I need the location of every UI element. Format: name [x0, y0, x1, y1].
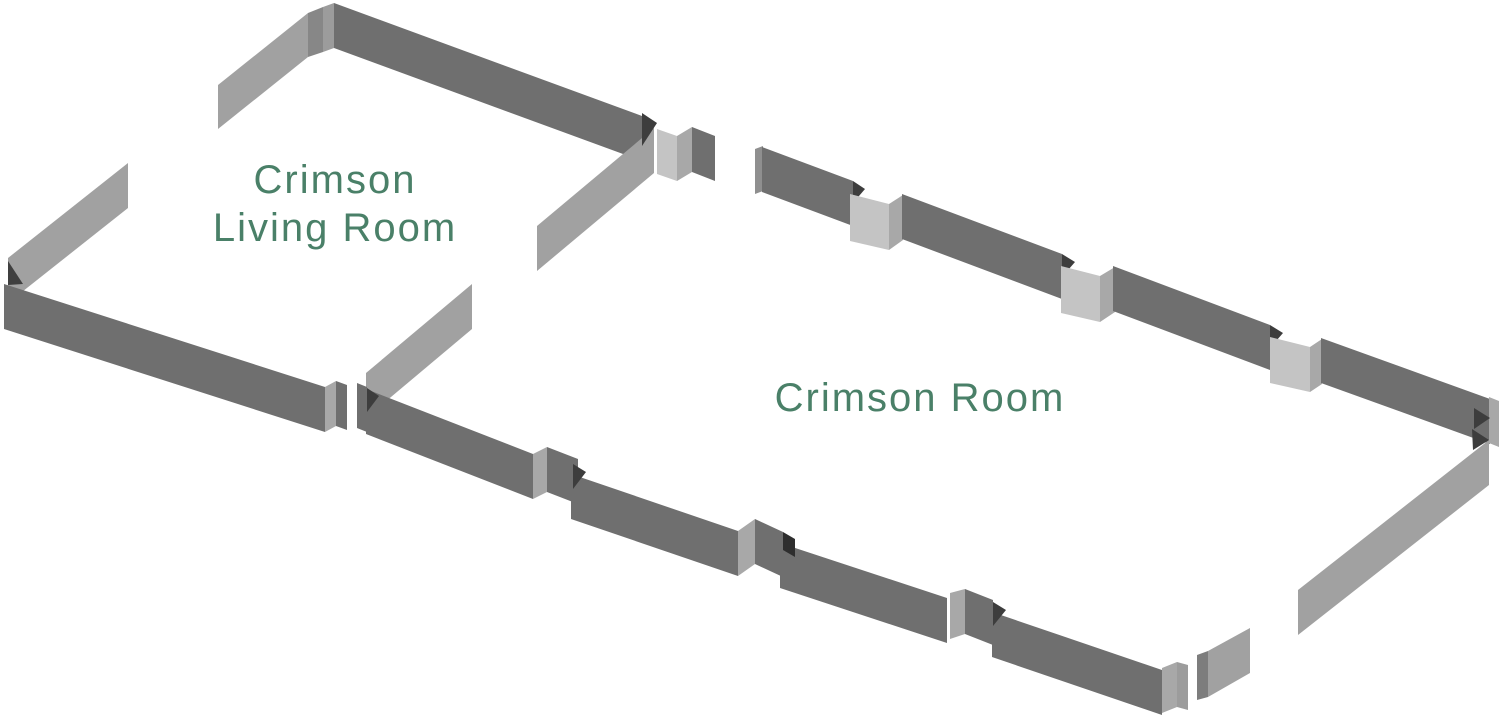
living-nw-wall-upper — [218, 13, 308, 129]
crimson-ne-wall-3 — [1113, 266, 1270, 370]
interior-wall-lower — [366, 284, 472, 418]
living-door-stub — [336, 381, 347, 430]
sw-notch1-stub — [547, 447, 578, 504]
crimson-se-wall-upper — [1298, 440, 1489, 635]
crimson-ne-wall-2 — [902, 194, 1062, 299]
sw-notch2-jamb — [738, 519, 755, 576]
crimson-sw-wall-d — [992, 612, 1162, 715]
east-corner-triangle-2 — [1472, 429, 1489, 450]
sw-notch3-jamb — [950, 589, 965, 639]
room-label-crimson-room: Crimson Room — [775, 374, 1066, 422]
ne-notch2-light — [1061, 266, 1100, 322]
crimson-ne-wall-1 — [762, 147, 853, 226]
ne-notch1-light — [850, 194, 889, 250]
room-label-crimson-living-room: Crimson Living Room — [213, 156, 457, 252]
sw-end-jamb-1 — [1162, 662, 1177, 713]
se-corner-cap — [1197, 651, 1208, 700]
east-corner-triangle-1 — [1474, 408, 1490, 429]
sw-notch2-stub — [755, 519, 783, 577]
sw-notch3-triangle — [993, 602, 1006, 626]
top-junction-triangle — [642, 113, 657, 146]
west-corner-triangle — [8, 261, 23, 285]
crimson-ne-wall-4 — [1321, 338, 1490, 444]
living-sw-wall — [4, 284, 325, 432]
sw-end-jamb-2 — [1177, 662, 1188, 710]
living-nw-wall-lower — [8, 163, 128, 303]
top-door-jamb-bright — [657, 129, 677, 181]
sw-notch1-triangle — [573, 464, 586, 489]
room-label-line: Crimson Room — [774, 376, 1066, 420]
sw-notch3-stub — [965, 589, 993, 645]
crimson-ne-wall-start-cap — [755, 146, 763, 194]
interior-wall-upper — [537, 128, 654, 271]
room-label-line: Crimson — [253, 158, 417, 202]
crimson-sw-wall-c — [780, 543, 947, 643]
crimson-sw-wall-b — [571, 474, 738, 576]
living-door-jamb — [325, 381, 336, 432]
ne-notch2-return — [1100, 267, 1115, 322]
ne-notch3-return — [1310, 339, 1322, 392]
top-door-jamb-return — [677, 127, 692, 181]
sw-notch1-jamb — [533, 447, 547, 499]
bottom-junction-triangle — [367, 388, 379, 412]
crimson-se-wall-lower — [1208, 628, 1250, 697]
top-door-stub — [692, 127, 715, 181]
living-top-corner-strip-2 — [323, 3, 334, 52]
bottom-junction-quad — [357, 383, 367, 432]
room-label-line: Living Room — [212, 206, 458, 250]
ne-notch3-light — [1270, 337, 1310, 392]
living-ne-wall — [334, 3, 642, 161]
sw-notch2-edge — [783, 532, 795, 557]
crimson-sw-wall-a — [366, 389, 533, 499]
east-corner-cap — [1489, 397, 1499, 447]
living-top-corner-strip-1 — [308, 7, 323, 57]
ne-notch1-return — [889, 195, 903, 250]
